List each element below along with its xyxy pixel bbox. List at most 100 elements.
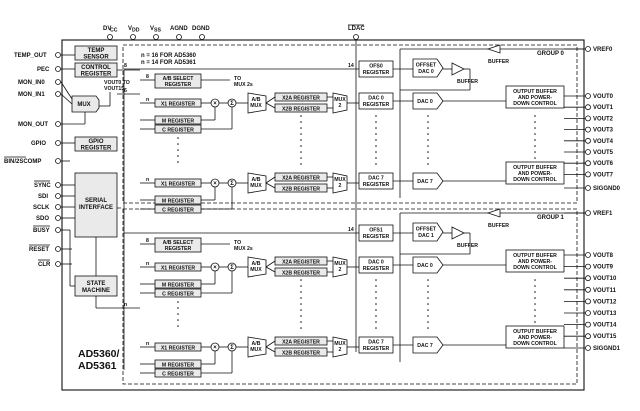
mux2-label-2: 2 (339, 347, 342, 353)
dvcc-pin-label: DV (103, 26, 111, 32)
svg-text:SERIAL: SERIAL (85, 198, 107, 204)
x2b-register-label: X2B REGISTER (282, 350, 320, 356)
right-pins: VREF0VREF1VOUT0VOUT1VOUT2VOUT3VOUT4VOUT5… (564, 46, 621, 352)
mux2 (332, 172, 348, 194)
sdo-pin: SDO (36, 216, 49, 222)
x1-register-label: X1 REGISTER (161, 181, 196, 187)
svg-text:INTERFACE: INTERFACE (79, 205, 113, 211)
output-buffer-label-1: OUTPUT BUFFER (513, 329, 557, 335)
mux2-label-2: 2 (339, 183, 342, 189)
reset-pin: RESET (29, 247, 49, 253)
adder-symbol: Σ (230, 101, 234, 107)
vout10-pin: VOUT10 (593, 276, 617, 282)
vout6-pin: VOUT6 (593, 161, 614, 167)
output-buffer-label-3: DOWN CONTROL (513, 101, 557, 107)
mux2-label-1: MUX (334, 97, 346, 103)
dac-register-label-2: REGISTER (363, 346, 390, 352)
vout5-pin: VOUT5 (593, 150, 614, 156)
bus-width-14: 14 (348, 227, 354, 233)
ab-mux-label-1: A/B (252, 177, 261, 183)
buffer-label-2: BUFFER (457, 79, 478, 85)
x2b-register-label: X2B REGISTER (282, 186, 320, 192)
offset-dac-label-1: OFFSET (416, 63, 437, 69)
vout2-pin: VOUT2 (593, 116, 614, 122)
adder-symbol: Σ (230, 265, 234, 271)
vss-pin-label: V (150, 26, 154, 32)
svg-text:VOUT0 TO: VOUT0 TO (104, 80, 130, 86)
vout15-pin: VOUT15 (593, 334, 617, 340)
multiplier-symbol: × (213, 181, 217, 187)
dac-label: DAC 0 (417, 263, 433, 269)
mux2-label-2: 2 (339, 267, 342, 273)
ab-mux-label-2: MUX (250, 183, 262, 189)
x2a-register-label: X2A REGISTER (282, 259, 320, 265)
output-buffer-label-2: AND POWER- (518, 95, 552, 101)
ab-mux (247, 256, 267, 278)
bus-width-8: 8 (146, 74, 149, 80)
vref-buffer (486, 208, 501, 218)
x2a-register-label: X2A REGISTER (282, 95, 320, 101)
x1-register-label: X1 REGISTER (161, 345, 196, 351)
svg-text:CONTROL: CONTROL (81, 65, 111, 71)
ab-mux-label-2: MUX (250, 347, 262, 353)
dac-label: DAC 0 (417, 99, 433, 105)
dac (412, 336, 444, 354)
ofs-label-1: OFS0 (369, 64, 383, 70)
mon-in1-pin: MON_IN1 (18, 92, 45, 98)
c-register-label: C REGISTER (162, 291, 194, 297)
c-register-label: C REGISTER (162, 127, 194, 133)
svg-text:STATE: STATE (87, 281, 106, 287)
ab-select-register (154, 73, 202, 89)
group1-boundary (122, 208, 578, 385)
monitor-mux: MUX VOUT0 TO VOUT15 6 (60, 80, 140, 125)
vref-buffer (486, 44, 501, 54)
vref1-pin: VREF1 (593, 211, 613, 217)
ofs-label-2: REGISTER (363, 70, 390, 76)
svg-text:8: 8 (124, 63, 127, 69)
device-name-2: AD5361 (78, 360, 117, 372)
offset-buffer (451, 226, 465, 240)
offset-dac-label-2: DAC 1 (418, 233, 434, 239)
bus-width-8: 8 (146, 238, 149, 244)
siggnd0-pin: SIGGND0 (593, 186, 621, 192)
group-label: GROUP 0 (537, 51, 565, 57)
mux2 (332, 92, 348, 114)
mux2-label-1: MUX (334, 341, 346, 347)
ab-mux (247, 172, 267, 194)
output-buffer-top (505, 249, 565, 273)
adder-symbol: Σ (230, 345, 234, 351)
x1-register-label: X1 REGISTER (161, 101, 196, 107)
bus-width: n (146, 341, 149, 347)
svg-text:6: 6 (124, 88, 127, 94)
vout8-pin: VOUT8 (593, 253, 614, 259)
to-mux-label: TO (234, 240, 241, 246)
dac-register-label-1: DAC 7 (368, 176, 384, 182)
bus-width-14: 14 (348, 63, 354, 69)
output-buffer-label-1: OUTPUT BUFFER (513, 165, 557, 171)
svg-text:GPIO: GPIO (88, 139, 103, 145)
bus-width: n (146, 97, 149, 103)
vout3-pin: VOUT3 (593, 128, 614, 134)
note-line-2: n = 14 FOR AD5361 (141, 60, 197, 66)
buffer-label-2: BUFFER (457, 243, 478, 249)
top-pins: DV CC V DD V SS AGND DGND LDAC (103, 24, 365, 352)
m-register-label: M REGISTER (162, 118, 195, 124)
to-mux-label: TO (234, 76, 241, 82)
serial-interface-block: SERIAL INTERFACE (61, 160, 118, 238)
multiplier-symbol: × (213, 101, 217, 107)
svg-text:TEMP: TEMP (88, 48, 105, 54)
dac-register-label-1: DAC 0 (368, 260, 384, 266)
output-buffer-bottom (505, 325, 565, 349)
buffer-label: BUFFER (488, 223, 509, 229)
offset-buffer (451, 62, 465, 76)
bin2scomp-pin: BIN/2SCOMP (4, 159, 41, 165)
pec-pin: PEC (37, 67, 50, 73)
vdd-pin-label: V (128, 26, 132, 32)
clr-pin: CLR (38, 262, 51, 268)
output-buffer-label-2: AND POWER- (518, 335, 552, 341)
dac-register-label-2: REGISTER (363, 102, 390, 108)
vout13-pin: VOUT13 (593, 311, 617, 317)
dac-register-label-1: DAC 0 (368, 96, 384, 102)
